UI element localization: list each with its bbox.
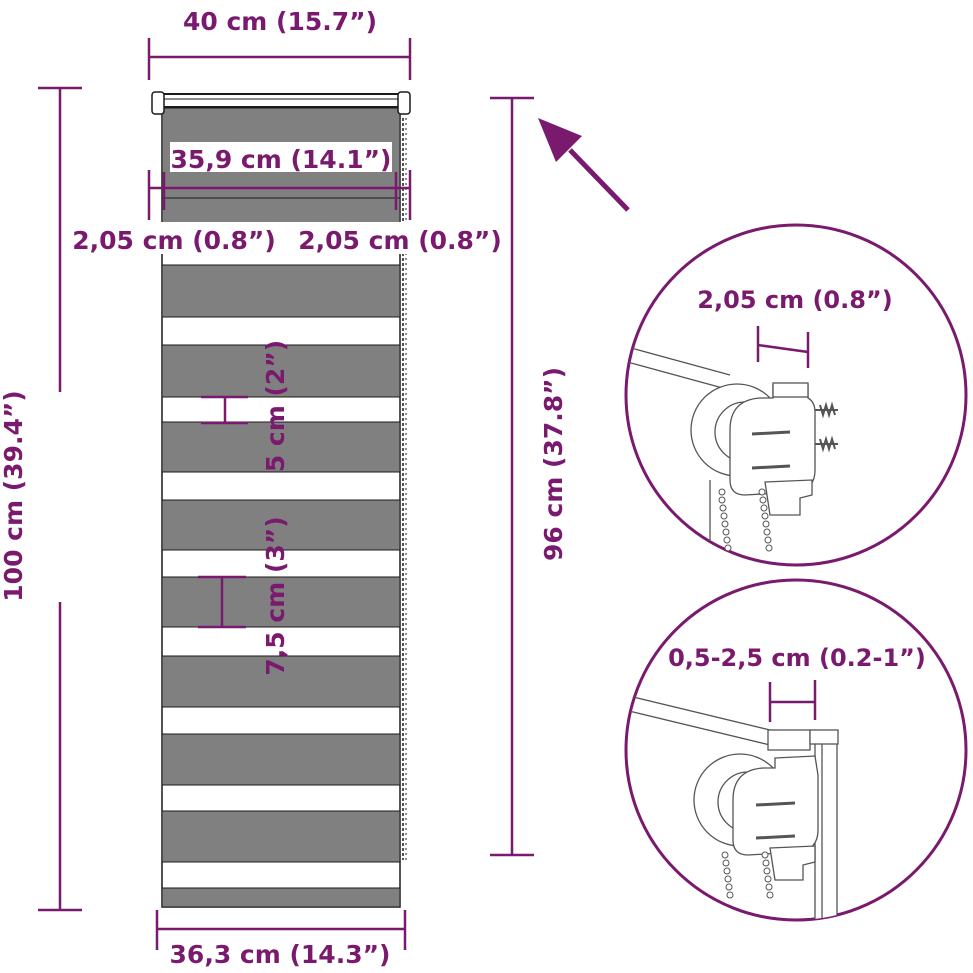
fabric-height-label: 96 cm (37.8”) [539,367,568,561]
bracket-slot [751,430,791,436]
dark-stripe [161,264,401,318]
stripe-large-dimension [198,575,246,629]
clamp-clip [809,729,839,745]
dark-stripes [161,107,401,908]
bracket-top [772,382,809,398]
dark-stripe [161,499,401,551]
label-backdrop [45,392,75,602]
lower-bracket [769,845,816,881]
wall-gap-label: 2,05 cm (0.8”) [697,286,892,314]
dark-stripe [161,344,401,398]
bead-chain-icon [721,851,774,899]
stripe-small-label: 5 cm (2”) [261,340,290,472]
left-margin-label: 2,05 cm (0.8”) [72,226,276,255]
clamp-clip [767,729,811,751]
lower-bracket [764,479,813,516]
fabric-edge [626,344,731,391]
label-backdrop [170,142,392,172]
right-margin-label: 2,05 cm (0.8”) [298,226,502,255]
dim-line [757,343,809,354]
stripe-large-label: 7,5 cm (3”) [261,516,290,675]
label-backdrop [540,365,570,565]
fabric-height-dimension [490,96,534,857]
dark-stripe [161,421,401,473]
right-end-cap [397,91,411,115]
clamp-mount-detail: 0,5-2,5 cm (0.2-1”) [624,578,968,922]
dark-stripe [161,810,401,863]
dark-stripe [161,576,401,628]
top-width-dimension [147,38,412,80]
left-end-cap [151,91,165,115]
dark-stripe [161,733,401,786]
bracket-slot [751,464,791,470]
bottom-rail [161,887,401,908]
arrow-icon [538,118,630,212]
clamp-range-label: 0,5-2,5 cm (0.2-1”) [668,644,926,672]
headrail [156,93,408,108]
wall-mount-detail: 2,05 cm (0.8”) [624,223,968,567]
screw-icon [815,401,838,453]
frame-edge [626,694,771,746]
bottom-width-label: 36,3 cm (14.3”) [170,940,391,969]
stripe-small-dimension [201,395,248,425]
dark-stripe [161,655,401,708]
roller-blind [151,91,411,908]
bottom-width-dimension [155,910,407,950]
bead-chain-icon [718,488,773,552]
top-width-label: 40 cm (15.7”) [183,7,377,36]
bracket-slot [755,834,796,840]
total-height-label: 100 cm (39.4”) [0,390,28,601]
inner-width-dimension [147,170,412,220]
wall-gap-dimension [756,326,810,368]
bracket-slot [755,801,796,807]
inner-width-label: 35,9 cm (14.1”) [171,145,392,174]
clamp-range-dimension [768,680,817,722]
label-backdrop [72,222,504,254]
